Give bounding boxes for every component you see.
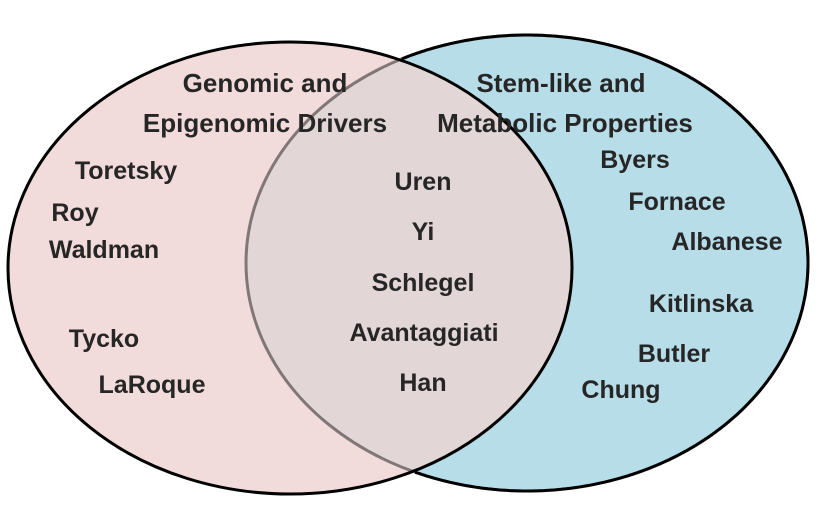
left-member-laroque: LaRoque: [98, 371, 206, 399]
right-member-byers: Byers: [600, 146, 670, 174]
intersection-member-schlegel: Schlegel: [371, 269, 475, 297]
left-member-tycko: Tycko: [68, 325, 140, 353]
intersection-region: [246, 42, 572, 491]
intersection-member-han: Han: [399, 369, 447, 397]
intersection-member-avantaggiati: Avantaggiati: [349, 319, 499, 347]
intersection-member-uren: Uren: [394, 168, 452, 196]
intersection-member-yi: Yi: [411, 218, 435, 246]
right-member-fornace: Fornace: [628, 188, 726, 216]
left-set-outline: [6, 40, 574, 496]
right-set-title-line1: Stem-like and: [476, 68, 646, 98]
left-member-roy: Roy: [51, 199, 99, 227]
right-set-outline-outer-arc: [401, 33, 810, 493]
left-set-title-line1: Genomic and: [182, 68, 348, 98]
right-member-kitlinska: Kitlinska: [648, 290, 754, 318]
right-member-albanese: Albanese: [671, 228, 783, 256]
left-set-title-line2: Epigenomic Drivers: [142, 108, 388, 138]
right-member-chung: Chung: [581, 376, 661, 404]
right-member-butler: Butler: [637, 340, 711, 368]
left-member-waldman: Waldman: [48, 236, 160, 264]
right-set-title-line2: Metabolic Properties: [437, 108, 693, 138]
left-member-toretsky: Toretsky: [74, 157, 178, 185]
